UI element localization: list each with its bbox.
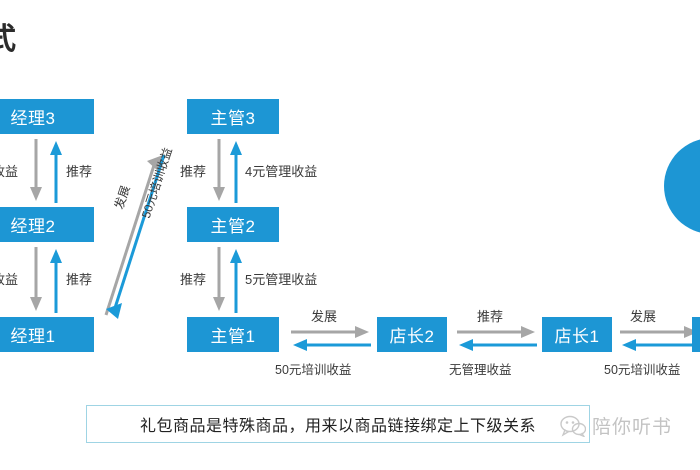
manager-up-arrow-top [49,139,63,203]
label-row-refer: 推荐 [477,309,504,324]
node-manager3[interactable]: 经理3 [0,99,94,134]
label-manager-refer-top: 推荐 [66,164,93,179]
node-supervisor3[interactable]: 主管3 [187,99,279,134]
supervisor-up-arrow-bottom [229,247,243,313]
node-supervisor2[interactable]: 主管2 [187,207,279,242]
label-row-training-2: 50元培训收益 [604,363,681,377]
info-banner-text: 礼包商品是特殊商品，用来以商品链接绑定上下级关系 [139,418,536,435]
node-next-cutoff[interactable] [692,317,700,352]
row-arrow-shopowner2-shopowner1 [457,325,537,351]
label-row-training-1: 50元培训收益 [275,363,352,377]
label-row-develop-2: 发展 [630,309,657,324]
watermark: 陪你听书 [560,412,672,439]
node-manager2[interactable]: 经理2 [0,207,94,242]
watermark-text: 陪你听书 [592,417,673,438]
page-title: 式 [0,23,17,56]
diagonal-training-arrow [106,145,176,320]
supervisor-down-arrow-bottom [212,247,226,313]
node-shopowner1[interactable]: 店长1 [542,317,612,352]
label-row-no-management: 无管理收益 [449,363,512,377]
label-manager-refer-bottom: 推荐 [66,272,93,287]
info-banner: 礼包商品是特殊商品，用来以商品链接绑定上下级关系 [86,405,590,443]
label-manager-income-top: 收益 [0,164,19,179]
row-arrow-supervisor1-shopowner2 [291,325,371,351]
label-supervisor-refer-bottom: 推荐 [180,272,207,287]
supervisor-up-arrow-top [229,139,243,203]
decorative-circle [664,138,700,234]
label-manager-income-bottom: 收益 [0,272,19,287]
manager-down-arrow-bottom [29,247,43,313]
supervisor-down-arrow-top [212,139,226,203]
node-supervisor1[interactable]: 主管1 [187,317,279,352]
label-supervisor-income-bottom: 5元管理收益 [245,272,318,287]
node-manager1[interactable]: 经理1 [0,317,94,352]
label-row-develop-1: 发展 [311,309,338,324]
row-arrow-shopowner1-next [620,325,700,351]
node-shopowner2[interactable]: 店长2 [377,317,447,352]
manager-up-arrow-bottom [49,247,63,313]
label-supervisor-refer-top: 推荐 [180,164,207,179]
manager-down-arrow-top [29,139,43,203]
wechat-icon [560,415,587,438]
label-supervisor-income-top: 4元管理收益 [245,164,318,179]
